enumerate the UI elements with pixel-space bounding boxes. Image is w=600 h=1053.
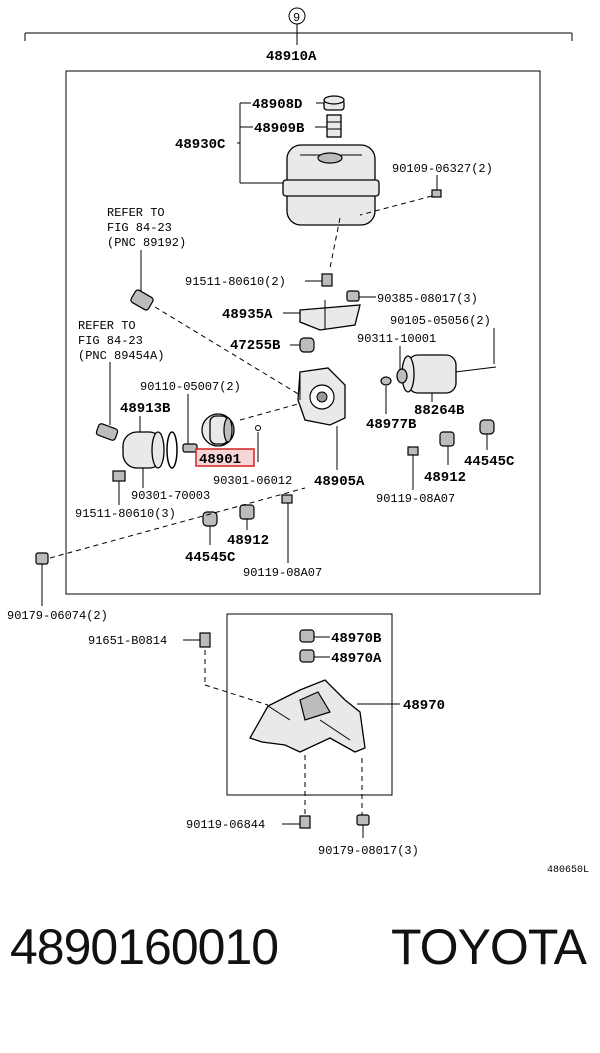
label-48977B[interactable]: 48977B — [366, 417, 417, 433]
bolt-91511-a[interactable] — [321, 273, 333, 287]
refer2-line2: FIG 84-23 — [78, 334, 143, 348]
label-90311-10001[interactable]: 90311-10001 — [357, 332, 436, 346]
label-48908D[interactable]: 48908D — [252, 97, 302, 113]
label-48912-center[interactable]: 48912 — [227, 533, 269, 549]
label-90179-06074[interactable]: 90179-06074(2) — [7, 609, 108, 623]
seal-48977B[interactable] — [380, 376, 392, 386]
level-switch-connector[interactable] — [95, 423, 119, 441]
label-91511-80610-3[interactable]: 91511-80610(3) — [75, 507, 176, 521]
assembly-bracket: 9 — [24, 7, 573, 45]
o-ring-90301-06012[interactable] — [255, 425, 261, 431]
solenoid-48913B[interactable] — [122, 431, 165, 469]
label-48912-right[interactable]: 48912 — [424, 470, 466, 486]
label-90179-08017[interactable]: 90179-08017(3) — [318, 844, 419, 858]
cushion-48970B[interactable] — [299, 629, 315, 643]
pressure-sensor[interactable] — [130, 289, 154, 311]
label-48935A[interactable]: 48935A — [222, 307, 273, 323]
label-47255B[interactable]: 47255B — [230, 338, 281, 354]
label-48901[interactable]: 48901 — [199, 452, 241, 468]
o-ring-90301-70003[interactable] — [166, 431, 178, 469]
reservoir-cap[interactable] — [323, 95, 345, 111]
bolt-91651[interactable] — [199, 632, 211, 648]
label-48970B[interactable]: 48970B — [331, 631, 382, 647]
refer1-line1: REFER TO — [107, 206, 165, 220]
label-48909B[interactable]: 48909B — [254, 121, 305, 137]
part-number: 4890160010 — [10, 919, 279, 975]
label-48930C[interactable]: 48930C — [175, 137, 226, 153]
cushion-48970A[interactable] — [299, 649, 315, 663]
refer2-line1: REFER TO — [78, 319, 136, 333]
screw-90109[interactable] — [431, 189, 442, 198]
label-90110-05007[interactable]: 90110-05007(2) — [140, 380, 241, 394]
label-48970A[interactable]: 48970A — [331, 651, 382, 667]
label-90119-06844[interactable]: 90119-06844 — [186, 818, 265, 832]
label-91651-B0814[interactable]: 91651-B0814 — [88, 634, 167, 648]
label-90119-08A07-center[interactable]: 90119-08A07 — [243, 566, 322, 580]
refer1-line2: FIG 84-23 — [107, 221, 172, 235]
label-44545C-center[interactable]: 44545C — [185, 550, 236, 566]
fitting-48912-center[interactable] — [239, 504, 255, 520]
actuator-48901[interactable] — [201, 413, 235, 447]
cap-44545C-right[interactable] — [479, 419, 495, 435]
screw-90110[interactable] — [182, 443, 198, 453]
master-cylinder-body[interactable] — [297, 367, 346, 426]
label-90105-05056[interactable]: 90105-05056(2) — [390, 314, 491, 328]
bracket-48935A[interactable] — [299, 300, 361, 331]
pump-motor-88264B[interactable] — [396, 354, 457, 394]
brand-name: TOYOTA — [391, 919, 587, 975]
fitting-48912-right[interactable] — [439, 431, 455, 447]
bracket-48970[interactable] — [249, 679, 366, 753]
assembly-label[interactable]: 48910A — [266, 49, 317, 65]
assembly-frame — [65, 70, 541, 595]
label-90109-06327[interactable]: 90109-06327(2) — [392, 162, 493, 176]
label-91511-80610-2[interactable]: 91511-80610(2) — [185, 275, 286, 289]
bolt-91511-b[interactable] — [112, 470, 126, 482]
refer2-line3: (PNC 89454A) — [78, 349, 164, 363]
grommet-47255B[interactable] — [299, 337, 315, 353]
label-90301-70003[interactable]: 90301-70003 — [131, 489, 210, 503]
label-48905A[interactable]: 48905A — [314, 474, 365, 490]
callout-circle — [288, 7, 306, 25]
label-90385-08017[interactable]: 90385-08017(3) — [377, 292, 478, 306]
nut-90179-06074[interactable] — [35, 552, 49, 565]
label-90301-06012[interactable]: 90301-06012 — [213, 474, 292, 488]
diagram-code: 480650L — [547, 865, 589, 876]
reservoir-strainer[interactable] — [326, 114, 342, 138]
label-44545C-right[interactable]: 44545C — [464, 454, 515, 470]
label-90119-08A07-right[interactable]: 90119-08A07 — [376, 492, 455, 506]
bolt-90119-center[interactable] — [281, 494, 293, 504]
label-88264B[interactable]: 88264B — [414, 403, 465, 419]
footer: 4890160010 TOYOTA — [0, 910, 600, 1030]
grommet-90385[interactable] — [346, 290, 360, 302]
bolt-90119-right[interactable] — [407, 446, 419, 456]
highlight-48901[interactable]: 48901 — [195, 448, 255, 468]
refer1-line3: (PNC 89192) — [107, 236, 186, 250]
label-48913B[interactable]: 48913B — [120, 401, 171, 417]
callout-number: 9 — [293, 11, 300, 25]
nut-90179-08017[interactable] — [356, 814, 370, 826]
label-48970[interactable]: 48970 — [403, 698, 445, 714]
bolt-90119-06844[interactable] — [299, 815, 311, 829]
reservoir-tank[interactable] — [282, 144, 380, 226]
